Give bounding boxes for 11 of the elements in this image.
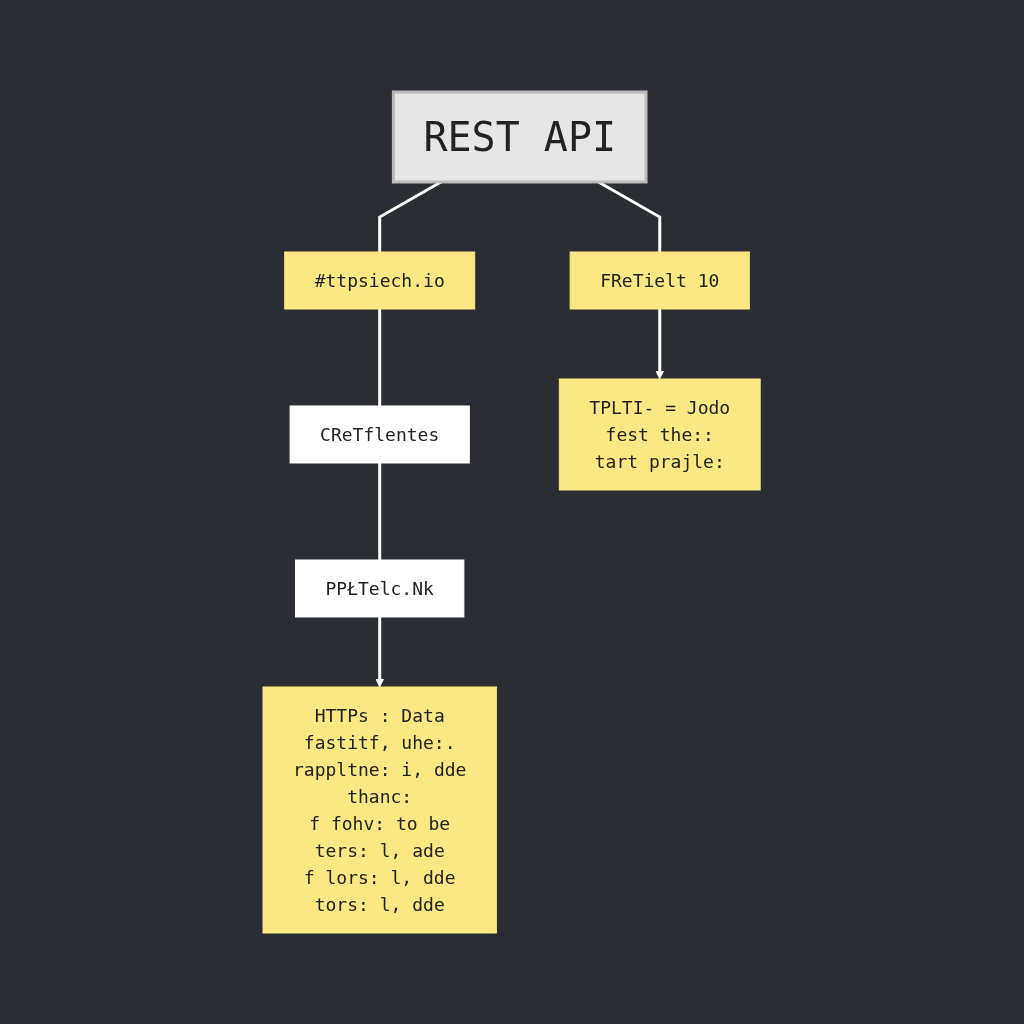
node-box: FReTielt 10	[570, 251, 751, 309]
node-box: PPŁTelc.Nk	[295, 559, 465, 617]
node-box: REST API	[392, 90, 648, 183]
node-box: TPLTI- = Jodo fest the:: tart prajle:	[559, 378, 762, 490]
connector	[378, 462, 382, 560]
node-box: HTTPs : Data fastitf, uhe:. rappltne: i, dde thanc: f fohv: to be ters: l, ade f lors: l, dde tors: l, dde	[262, 686, 498, 933]
arrow	[375, 616, 385, 687]
node-box: #ttpsiech.io	[284, 251, 476, 309]
connector	[378, 308, 382, 406]
arrow	[655, 308, 665, 379]
node-box: CReTflentes	[290, 405, 471, 463]
